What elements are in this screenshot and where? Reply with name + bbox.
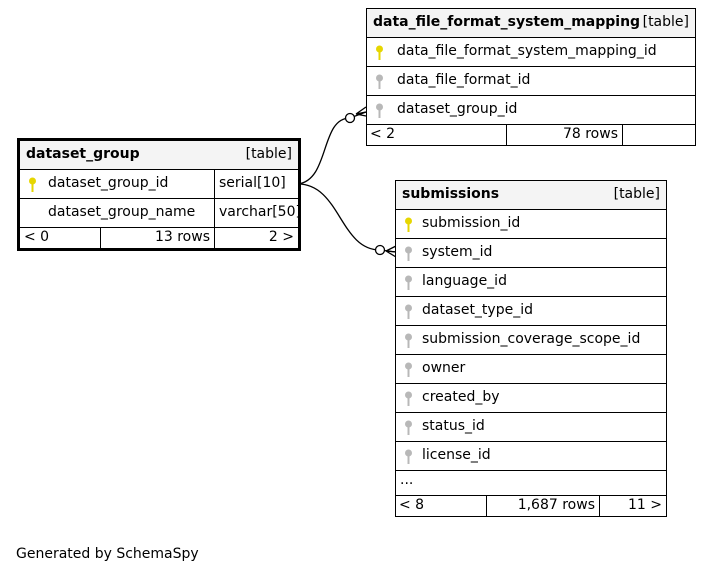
table-submissions[interactable]: submissions [table] submission_id system…: [395, 180, 667, 517]
column-name: submission_id: [422, 215, 521, 231]
row-count: 13 rows: [100, 228, 214, 248]
primary-key-icon: [29, 177, 36, 192]
table-data-file-format-system-mapping[interactable]: data_file_format_system_mapping [table] …: [366, 8, 696, 146]
table-footer: < 2 78 rows: [367, 125, 695, 145]
foreign-key-icon: [405, 362, 412, 377]
column-name: data_file_format_system_mapping_id: [397, 43, 657, 59]
table-name: data_file_format_system_mapping: [373, 14, 641, 30]
column-name: status_id: [422, 418, 485, 434]
column-name: dataset_group_id: [48, 175, 169, 191]
column-name: license_id: [422, 447, 491, 463]
table-header: data_file_format_system_mapping [table]: [367, 9, 695, 38]
foreign-key-icon: [405, 449, 412, 464]
foreign-key-icon: [405, 275, 412, 290]
table-footer: < 0 13 rows 2 >: [20, 228, 298, 248]
relation-dataset-group-to-submissions: [297, 183, 397, 253]
foreign-key-icon: [405, 304, 412, 319]
column-name: owner: [422, 360, 466, 376]
table-dataset-group[interactable]: dataset_group [table] dataset_group_id s…: [17, 138, 301, 251]
column-name: dataset_group_name: [48, 204, 196, 220]
table-row[interactable]: dataset_group_name varchar[50]: [20, 199, 301, 228]
table-row[interactable]: dataset_group_id serial[10]: [20, 170, 298, 199]
relation-crowfoot: [385, 245, 397, 258]
table-header: dataset_group [table]: [20, 141, 298, 170]
table-row[interactable]: data_file_format_id: [367, 67, 695, 96]
foreign-key-icon: [405, 246, 412, 261]
table-row[interactable]: data_file_format_system_mapping_id: [367, 38, 695, 67]
table-row[interactable]: dataset_group_id: [367, 96, 695, 125]
table-row[interactable]: language_id: [396, 268, 666, 297]
children-count: [622, 125, 695, 145]
table-type: [table]: [245, 146, 292, 162]
primary-key-icon: [405, 217, 412, 232]
table-name: submissions: [402, 186, 500, 202]
primary-key-icon: [376, 45, 383, 60]
children-count[interactable]: 2 >: [214, 228, 298, 248]
table-row[interactable]: submission_coverage_scope_id: [396, 326, 666, 355]
column-type: serial[10]: [214, 170, 298, 198]
foreign-key-icon: [405, 420, 412, 435]
column-name: created_by: [422, 389, 500, 405]
relation-dataset-group-to-mapping: [297, 111, 367, 185]
relation-crowfoot: [355, 106, 367, 117]
column-name: system_id: [422, 244, 493, 260]
table-header: submissions [table]: [396, 181, 666, 210]
relation-optional-circle: [344, 112, 356, 124]
parents-count[interactable]: < 2: [370, 126, 396, 142]
column-name: submission_coverage_scope_id: [422, 331, 641, 347]
more-columns-ellipsis: ...: [400, 472, 414, 488]
foreign-key-icon: [405, 391, 412, 406]
column-name: dataset_group_id: [397, 101, 518, 117]
relation-optional-circle: [374, 244, 386, 256]
table-type: [table]: [613, 186, 660, 202]
row-count: 78 rows: [506, 125, 622, 145]
table-footer: < 8 1,687 rows 11 >: [396, 496, 666, 516]
foreign-key-icon: [405, 333, 412, 348]
table-row[interactable]: system_id: [396, 239, 666, 268]
children-count[interactable]: 11 >: [599, 496, 666, 516]
table-row[interactable]: dataset_type_id: [396, 297, 666, 326]
table-row[interactable]: license_id: [396, 442, 666, 471]
column-name: dataset_type_id: [422, 302, 533, 318]
table-name: dataset_group: [26, 146, 140, 162]
table-row[interactable]: status_id: [396, 413, 666, 442]
table-row[interactable]: owner: [396, 355, 666, 384]
table-row[interactable]: submission_id: [396, 210, 666, 239]
generated-by-text: Generated by SchemaSpy: [16, 546, 199, 562]
parents-count[interactable]: < 8: [399, 497, 425, 513]
column-type: varchar[50]: [214, 199, 301, 227]
parents-count[interactable]: < 0: [24, 229, 50, 245]
column-name: language_id: [422, 273, 507, 289]
column-name: data_file_format_id: [397, 72, 531, 88]
foreign-key-icon: [376, 103, 383, 118]
table-row[interactable]: created_by: [396, 384, 666, 413]
foreign-key-icon: [376, 74, 383, 89]
row-count: 1,687 rows: [486, 496, 599, 516]
table-type: [table]: [642, 14, 689, 30]
more-columns-row[interactable]: ...: [396, 471, 666, 496]
